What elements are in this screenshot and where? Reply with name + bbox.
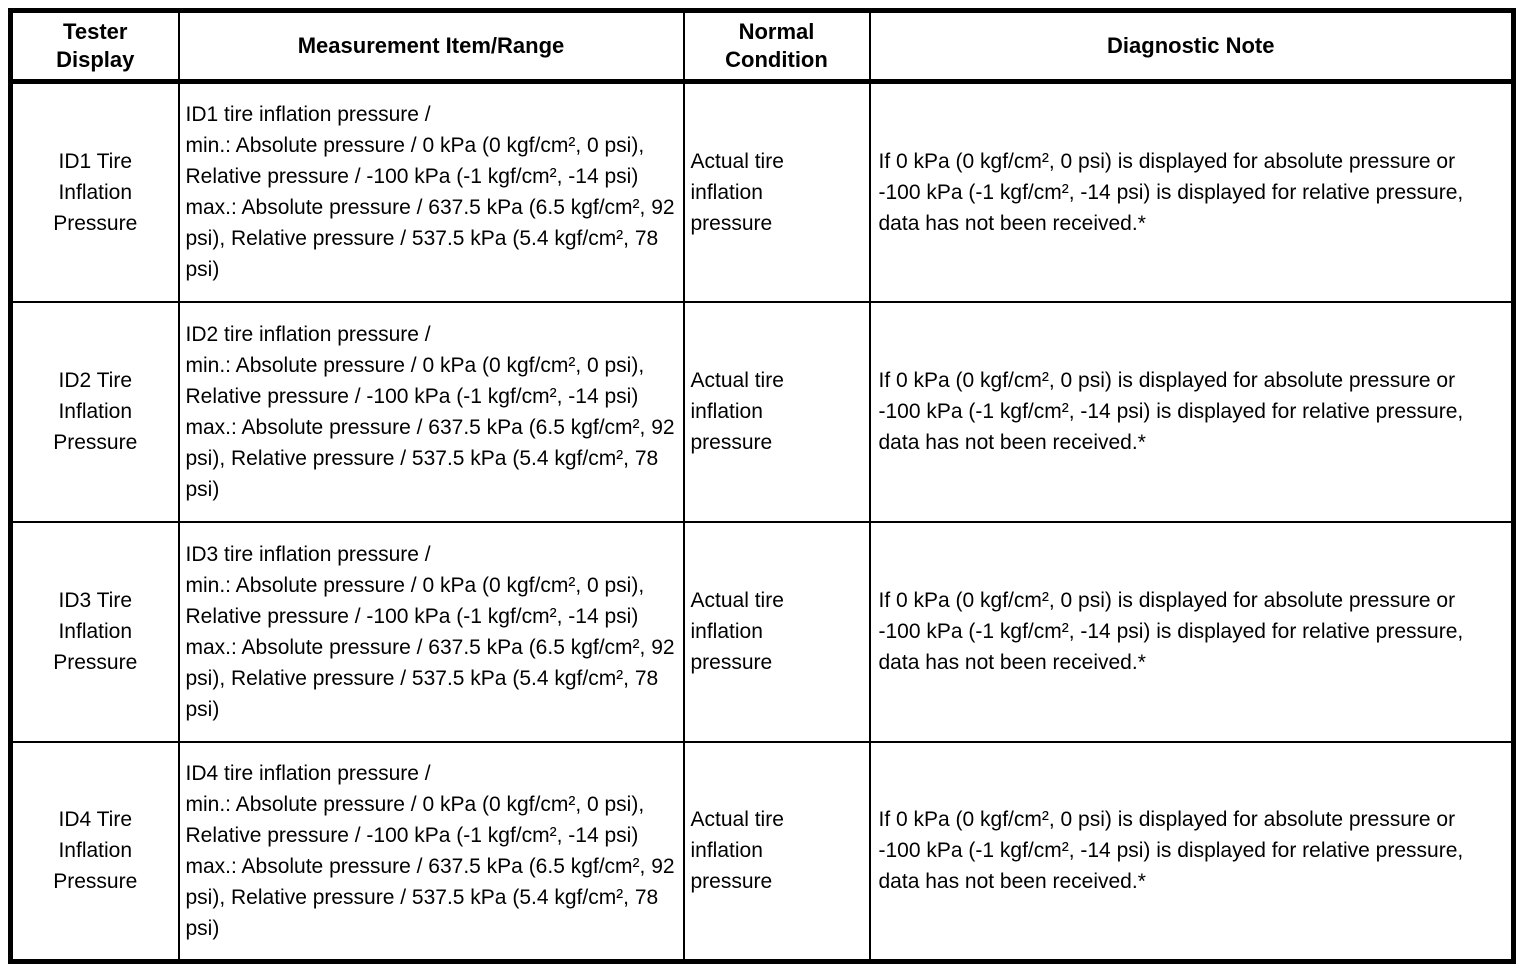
tester-display-cell: ID2 Tire Inflation Pressure — [9, 300, 180, 523]
measurement-cell: ID1 tire inflation pressure / min.: Abso… — [177, 80, 685, 303]
measurement-max-text: max.: Absolute pressure / 637.5 kPa (6.5… — [185, 635, 675, 721]
header-measurement-label: Measurement Item/Range — [297, 33, 565, 58]
diagnostic-data-table: Tester Display Measurement Item/Range No… — [8, 8, 1516, 964]
measurement-item-text: ID4 tire inflation pressure / — [185, 761, 431, 785]
measurement-max-text: max.: Absolute pressure / 637.5 kPa (6.5… — [185, 854, 675, 940]
diagnostic-note-cell: If 0 kPa (0 kgf/cm², 0 psi) is displayed… — [868, 740, 1515, 963]
diagnostic-note-text: If 0 kPa (0 kgf/cm², 0 psi) is displayed… — [878, 589, 1464, 674]
diagnostic-note-text: If 0 kPa (0 kgf/cm², 0 psi) is displayed… — [878, 808, 1464, 894]
header-tester-display: Tester Display — [9, 9, 180, 84]
header-diagnostic-note: Diagnostic Note — [868, 9, 1515, 84]
measurement-item-text: ID1 tire inflation pressure / — [185, 103, 431, 127]
measurement-item-text: ID3 tire inflation pressure / — [185, 542, 431, 566]
measurement-max-text: max.: Absolute pressure / 637.5 kPa (6.5… — [185, 196, 675, 282]
measurement-min-text: min.: Absolute pressure / 0 kPa (0 kgf/c… — [185, 792, 645, 847]
measurement-item-text: ID2 tire inflation pressure / — [185, 322, 431, 346]
diagnostic-note-text: If 0 kPa (0 kgf/cm², 0 psi) is displayed… — [878, 369, 1464, 454]
tester-display-cell: ID3 Tire Inflation Pressure — [9, 520, 180, 743]
tester-display-text: ID3 Tire Inflation Pressure — [53, 589, 138, 674]
tester-display-text: ID4 Tire Inflation Pressure — [53, 808, 138, 894]
header-normal-condition-label: Normal Condition — [725, 19, 828, 72]
measurement-min-text: min.: Absolute pressure / 0 kPa (0 kgf/c… — [185, 573, 645, 628]
diagnostic-note-cell: If 0 kPa (0 kgf/cm², 0 psi) is displayed… — [868, 300, 1515, 523]
header-diagnostic-note-label: Diagnostic Note — [1107, 33, 1275, 58]
diagnostic-note-cell: If 0 kPa (0 kgf/cm², 0 psi) is displayed… — [868, 80, 1515, 303]
normal-condition-cell: Actual tire inflation pressure — [682, 520, 871, 743]
measurement-min-text: min.: Absolute pressure / 0 kPa (0 kgf/c… — [185, 134, 645, 189]
normal-condition-cell: Actual tire inflation pressure — [682, 300, 871, 523]
normal-condition-cell: Actual tire inflation pressure — [682, 80, 871, 303]
table-row-id3: ID3 Tire Inflation Pressure ID3 tire inf… — [9, 520, 1515, 743]
table-header-row: Tester Display Measurement Item/Range No… — [9, 9, 1515, 84]
measurement-cell: ID2 tire inflation pressure / min.: Abso… — [177, 300, 685, 523]
tester-display-text: ID2 Tire Inflation Pressure — [53, 369, 138, 454]
table-row-id1: ID1 Tire Inflation Pressure ID1 tire inf… — [9, 80, 1515, 303]
tester-display-cell: ID4 Tire Inflation Pressure — [9, 740, 180, 963]
tester-display-cell: ID1 Tire Inflation Pressure — [9, 80, 180, 303]
measurement-min-text: min.: Absolute pressure / 0 kPa (0 kgf/c… — [185, 353, 645, 408]
normal-condition-text: Actual tire inflation pressure — [690, 808, 784, 894]
measurement-cell: ID4 tire inflation pressure / min.: Abso… — [177, 740, 685, 963]
diagnostic-note-text: If 0 kPa (0 kgf/cm², 0 psi) is displayed… — [878, 149, 1464, 235]
measurement-max-text: max.: Absolute pressure / 637.5 kPa (6.5… — [185, 415, 675, 501]
diagnostic-note-cell: If 0 kPa (0 kgf/cm², 0 psi) is displayed… — [868, 520, 1515, 743]
table-row-id2: ID2 Tire Inflation Pressure ID2 tire inf… — [9, 300, 1515, 523]
header-tester-display-label: Tester Display — [56, 19, 135, 72]
normal-condition-cell: Actual tire inflation pressure — [682, 740, 871, 963]
header-measurement-item-range: Measurement Item/Range — [177, 9, 685, 84]
header-normal-condition: Normal Condition — [682, 9, 871, 84]
normal-condition-text: Actual tire inflation pressure — [690, 149, 784, 235]
normal-condition-text: Actual tire inflation pressure — [690, 369, 784, 454]
tester-display-text: ID1 Tire Inflation Pressure — [53, 149, 138, 235]
normal-condition-text: Actual tire inflation pressure — [690, 589, 784, 674]
table-row-id4: ID4 Tire Inflation Pressure ID4 tire inf… — [9, 740, 1515, 963]
measurement-cell: ID3 tire inflation pressure / min.: Abso… — [177, 520, 685, 743]
